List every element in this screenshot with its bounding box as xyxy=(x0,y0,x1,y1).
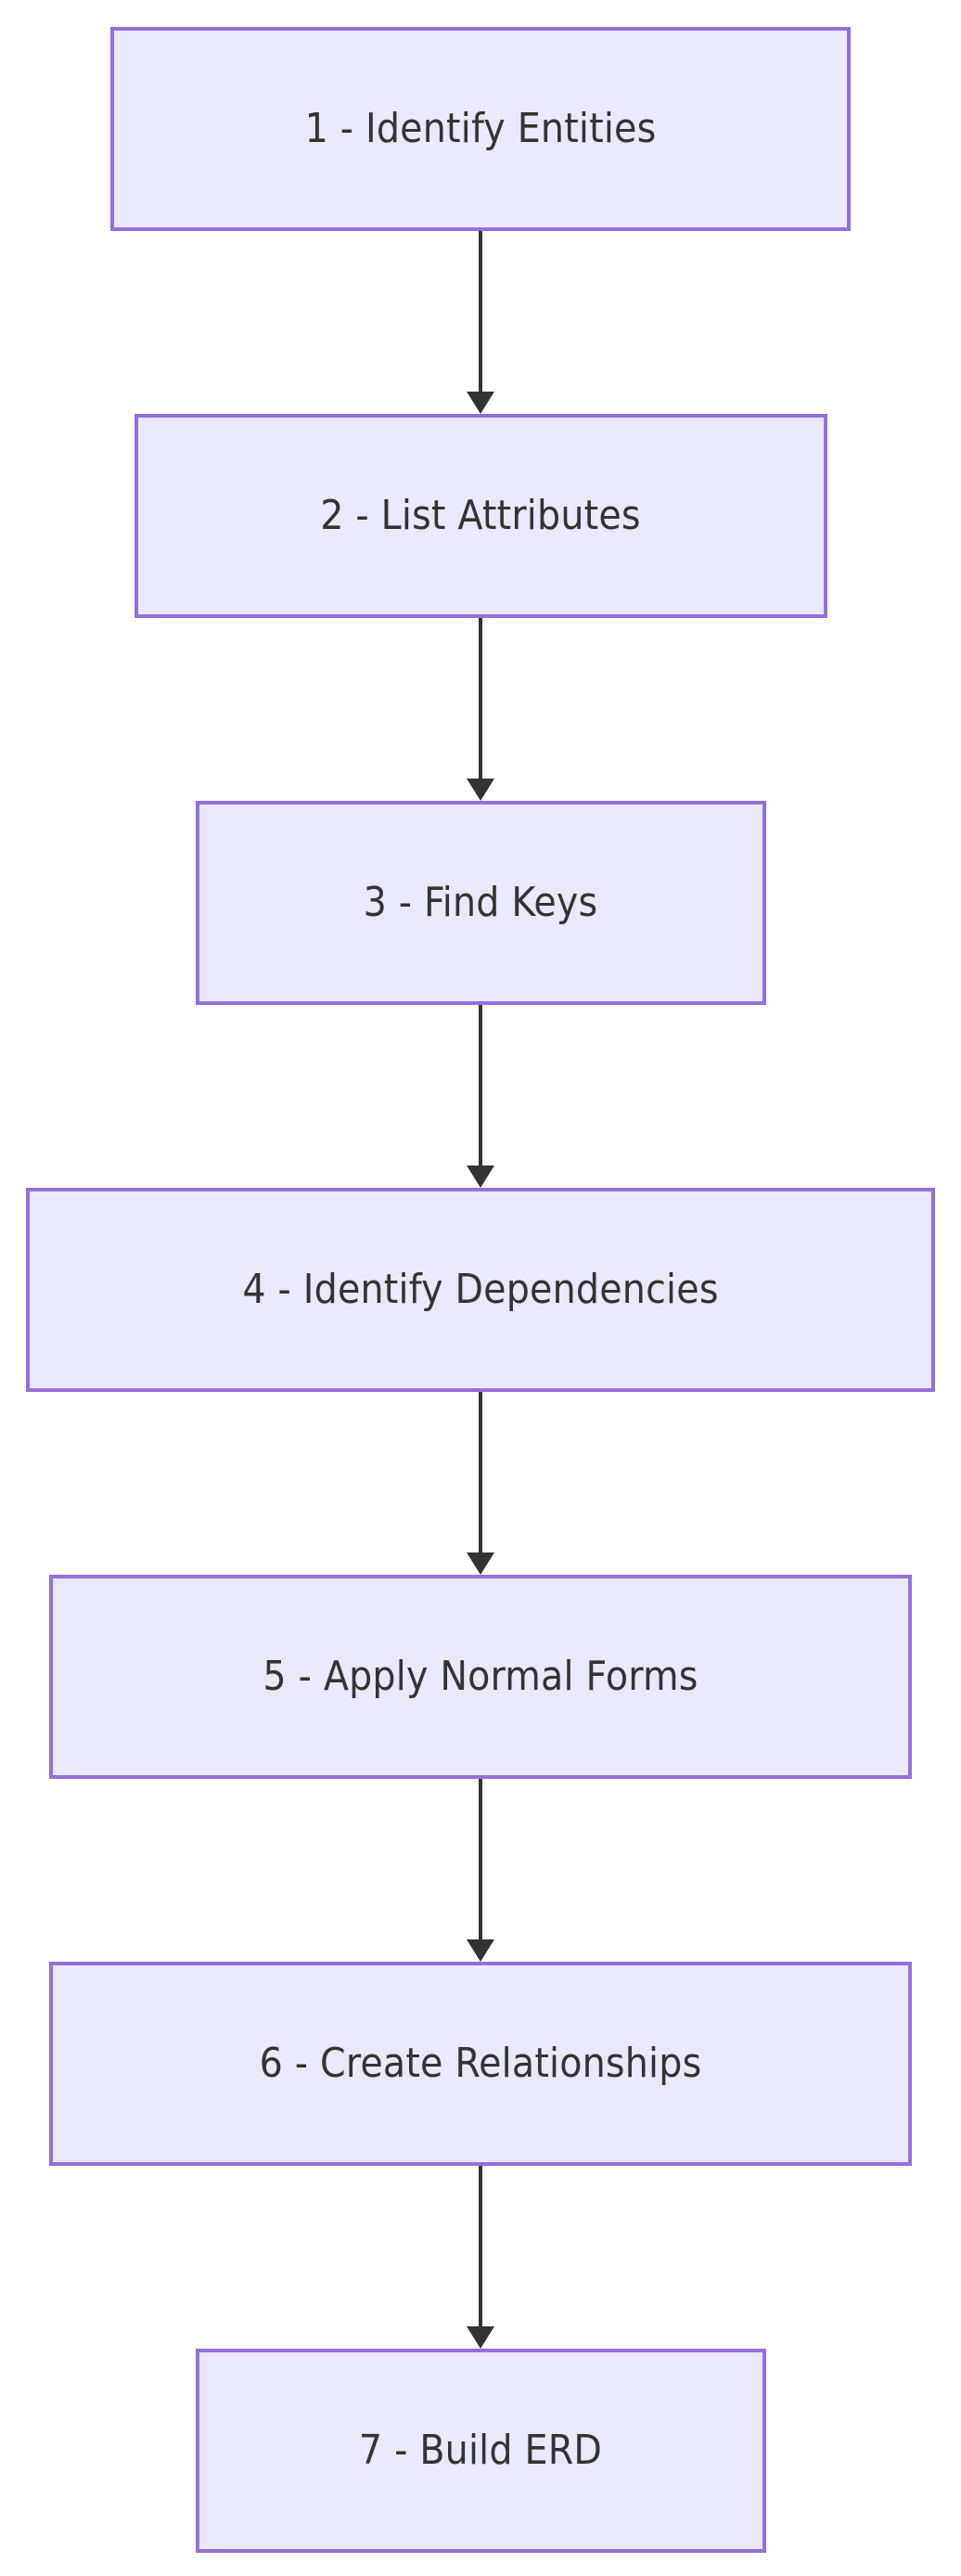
flowchart-node-5-label: 5 - Apply Normal Forms xyxy=(263,1652,698,1700)
flowchart-node-1[interactable]: 1 - Identify Entities xyxy=(110,27,851,231)
flowchart-node-5[interactable]: 5 - Apply Normal Forms xyxy=(49,1575,912,1779)
flowchart-node-2[interactable]: 2 - List Attributes xyxy=(134,414,827,618)
edge-line xyxy=(479,1392,482,1554)
edge-line xyxy=(479,231,482,393)
flowchart-edge-2-to-3 xyxy=(462,618,499,801)
edge-line xyxy=(479,618,482,780)
flowchart-node-4-label: 4 - Identify Dependencies xyxy=(242,1265,719,1313)
arrowhead-down-icon xyxy=(467,1939,494,1962)
flowchart-node-3[interactable]: 3 - Find Keys xyxy=(195,801,766,1005)
edge-line xyxy=(479,1779,482,1941)
flowchart-node-1-label: 1 - Identify Entities xyxy=(304,104,657,152)
arrowhead-down-icon xyxy=(467,392,494,414)
flowchart-node-6-label: 6 - Create Relationships xyxy=(259,2039,702,2087)
flowchart-node-2-label: 2 - List Attributes xyxy=(320,491,641,539)
edge-line xyxy=(479,2166,482,2328)
flowchart-edge-5-to-6 xyxy=(462,1779,499,1962)
flowchart-node-7-label: 7 - Build ERD xyxy=(358,2426,603,2474)
top-spacer xyxy=(480,0,481,27)
flowchart-edge-4-to-5 xyxy=(462,1392,499,1575)
arrowhead-down-icon xyxy=(467,1552,494,1575)
flowchart-node-7[interactable]: 7 - Build ERD xyxy=(195,2349,766,2553)
arrowhead-down-icon xyxy=(467,779,494,801)
flowchart-node-4[interactable]: 4 - Identify Dependencies xyxy=(26,1188,935,1392)
flowchart-edge-6-to-7 xyxy=(462,2166,499,2349)
arrowhead-down-icon xyxy=(467,1166,494,1188)
arrowhead-down-icon xyxy=(467,2326,494,2349)
flowchart-edge-3-to-4 xyxy=(462,1005,499,1188)
flowchart-node-6[interactable]: 6 - Create Relationships xyxy=(49,1962,912,2166)
edge-line xyxy=(479,1005,482,1167)
flowchart-node-3-label: 3 - Find Keys xyxy=(363,878,598,926)
flowchart-edge-1-to-2 xyxy=(462,231,499,414)
